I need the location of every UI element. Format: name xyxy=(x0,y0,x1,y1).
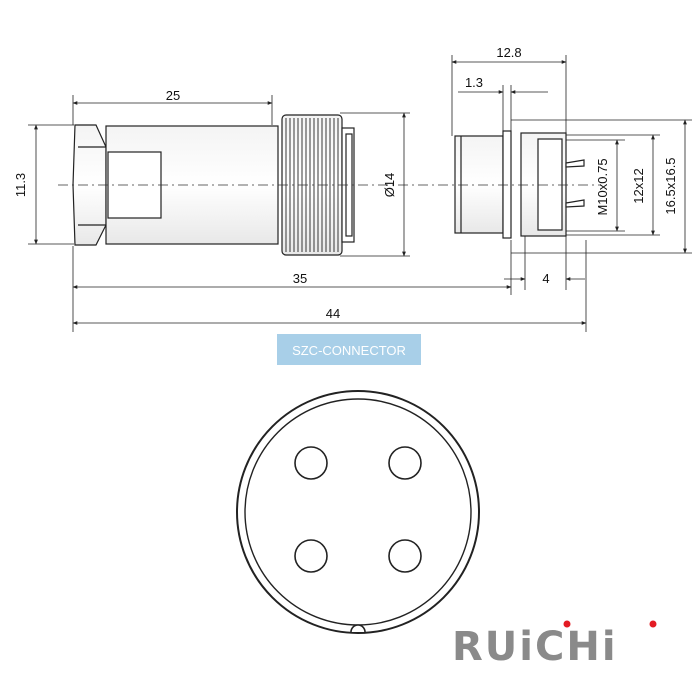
pin-hole-2 xyxy=(388,446,422,480)
dimension-lines xyxy=(28,55,692,332)
key-notch xyxy=(350,624,366,633)
dim-16-5: 16.5x16.5 xyxy=(663,157,678,214)
dim-35: 35 xyxy=(293,271,307,286)
dim-12-8: 12.8 xyxy=(496,45,521,60)
dim-4: 4 xyxy=(542,271,549,286)
pin-hole-4 xyxy=(388,539,422,573)
brand-text: RUiCHi xyxy=(452,624,618,670)
dim-25: 25 xyxy=(166,88,180,103)
socket-front-view xyxy=(236,390,480,634)
dim-12x12: 12x12 xyxy=(631,168,646,203)
connector-label-badge xyxy=(277,334,421,365)
logo-dot-2 xyxy=(649,620,657,628)
pin-hole-1 xyxy=(294,446,328,480)
dim-44: 44 xyxy=(326,306,340,321)
dim-m10: M10x0.75 xyxy=(595,158,610,215)
pin-hole-3 xyxy=(294,539,328,573)
logo-dot-1 xyxy=(563,620,571,628)
socket-side-view xyxy=(454,130,585,239)
dim-diameter-14: Ø14 xyxy=(382,173,397,198)
connector-label: SZC-CONNECTOR xyxy=(292,343,406,358)
dim-1-3: 1.3 xyxy=(465,75,483,90)
brand-logo: RUiCHi xyxy=(452,620,657,670)
dim-11-3: 11.3 xyxy=(13,173,28,197)
